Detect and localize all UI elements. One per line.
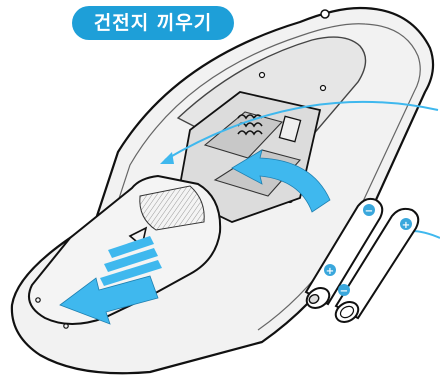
screw-hole-right <box>321 86 326 91</box>
battery-left-minus-glyph: − <box>365 206 373 217</box>
battery-left-plus-glyph: + <box>326 266 334 277</box>
battery-right-plus-glyph: + <box>402 220 410 231</box>
screw-hole-mid <box>260 73 265 78</box>
page-title: 건전지 끼우기 <box>72 6 234 40</box>
screw-hole-top <box>321 10 329 18</box>
battery-right-minus-glyph: − <box>340 286 348 297</box>
